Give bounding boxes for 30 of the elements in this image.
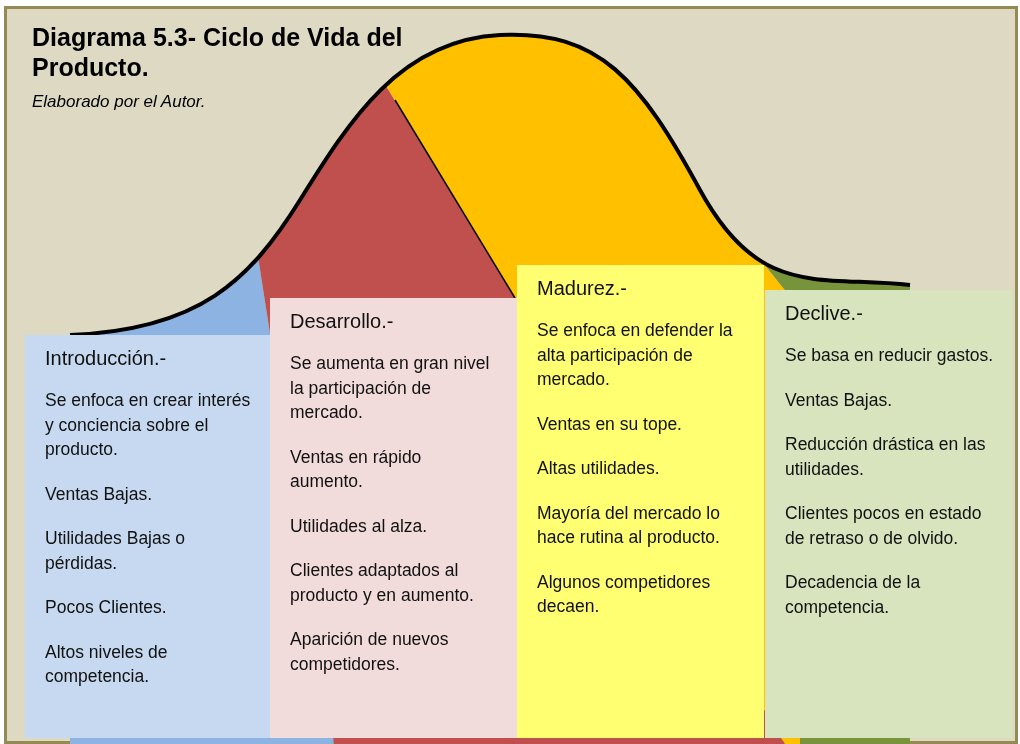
stage-text: Decadencia de la competencia. xyxy=(785,571,922,619)
stage-text: Clientes adaptados al producto y en aumento. xyxy=(290,559,475,607)
stage-panel xyxy=(765,290,1012,738)
diagram-title: Diagrama 5.3- Ciclo de Vida del Producto. xyxy=(32,22,404,82)
stage-text: Reducción drástica en las utilidades. xyxy=(785,433,987,481)
stage-text: Altos niveles de competencia. xyxy=(45,640,169,688)
stage-text: Clientes pocos en estado de retraso o de olvido. xyxy=(785,502,983,550)
stage-text: Ventas en su tope. xyxy=(537,412,683,436)
stage-text: Se enfoca en defender la alta participación de mercado. xyxy=(537,319,734,391)
stage-text: Aparición de nuevos competidores. xyxy=(290,628,450,676)
stage-text: Mayoría del mercado lo hace rutina al producto. xyxy=(537,501,721,549)
stage-text: Algunos competidores decaen. xyxy=(537,570,712,618)
stage-panel xyxy=(25,335,272,738)
stage-text: Ventas en rápido aumento. xyxy=(290,445,423,493)
stage-panel xyxy=(270,298,517,738)
stage-heading: Introducción.- xyxy=(45,347,168,370)
stage-text: Se enfoca en crear interés y conciencia sobre el producto. xyxy=(45,389,252,461)
stage-heading: Desarrollo.- xyxy=(290,310,395,333)
stage-text: Ventas Bajas. xyxy=(45,482,154,506)
stage-text: Ventas Bajas. xyxy=(785,388,894,412)
stage-panel xyxy=(517,265,764,738)
stage-text: Utilidades al alza. xyxy=(290,514,429,538)
stage-text: Utilidades Bajas o pérdidas. xyxy=(45,527,187,575)
stage-heading: Madurez.- xyxy=(537,277,629,300)
stage-text: Altas utilidades. xyxy=(537,457,661,480)
stage-text: Pocos Clientes. xyxy=(45,596,168,619)
stage-text: Se aumenta en gran nivel la participación de mercado. xyxy=(290,352,491,424)
stage-text: Se basa en reducir gastos. xyxy=(785,344,994,367)
caption-text: Elaborado por el Autor. xyxy=(32,92,206,112)
stage-heading: Declive.- xyxy=(785,302,864,325)
